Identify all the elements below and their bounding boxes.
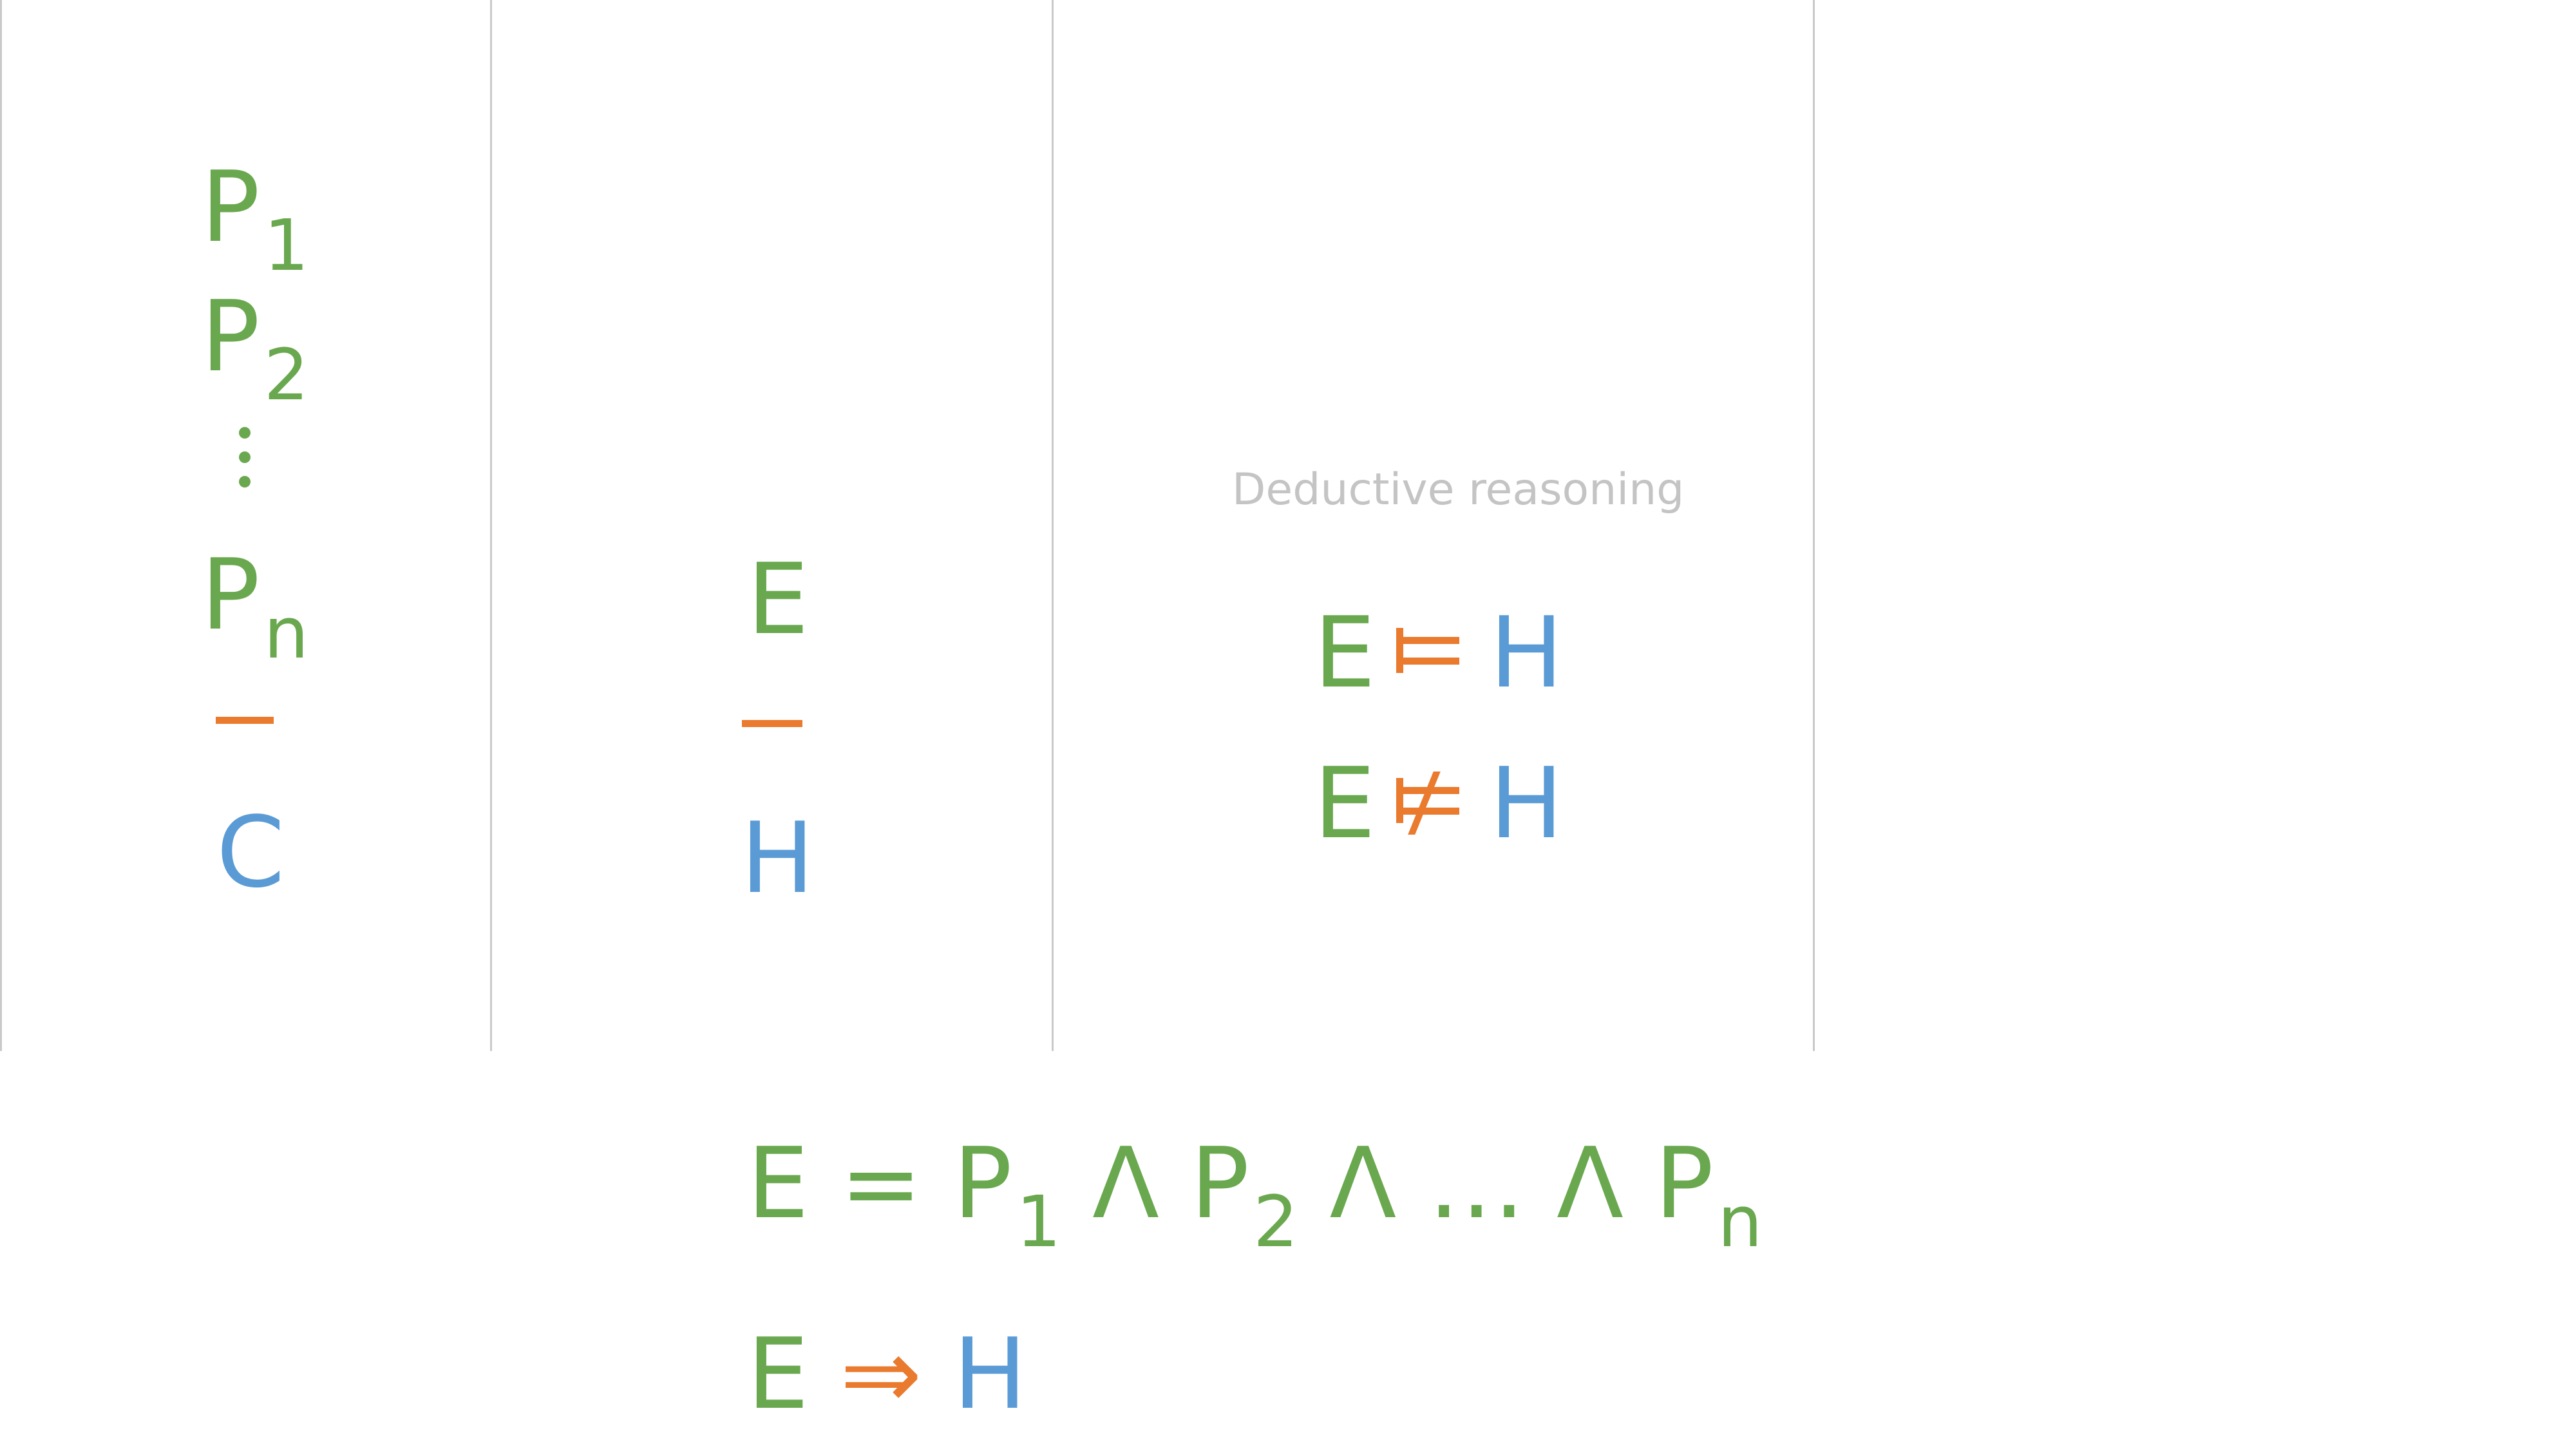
premise-p2: P2 — [201, 279, 309, 416]
inference-line-1 — [216, 717, 274, 724]
not-entails-rhs-h: H — [1490, 746, 1564, 860]
conclusion-c: C — [216, 795, 285, 909]
and-icon-2: Λ — [1329, 1126, 1397, 1240]
entails-icon — [1396, 628, 1459, 673]
eq-pn-sub: n — [1718, 1180, 1763, 1263]
eq-lhs-e: E — [747, 1126, 810, 1240]
caption-deductive-reasoning: Deductive reasoning — [1232, 464, 1685, 515]
implication-equation: E ⇒ H — [747, 1325, 1027, 1423]
divider-1 — [490, 0, 492, 1051]
premise-pn: Pn — [201, 538, 309, 674]
hypothesis-h: H — [741, 801, 815, 915]
evidence-e: E — [747, 542, 810, 656]
implies-arrow-icon: ⇒ — [840, 1317, 922, 1431]
and-icon-1: Λ — [1092, 1126, 1160, 1240]
vertical-ellipsis-icon — [239, 427, 251, 500]
and-icon-3: Λ — [1557, 1126, 1624, 1240]
eq-p2-sub: 2 — [1253, 1180, 1299, 1263]
ellipsis: … — [1427, 1126, 1526, 1240]
not-entails-lhs-e: E — [1314, 746, 1376, 860]
divider-2 — [1052, 0, 1054, 1051]
conjunction-equation: E = P1 Λ P2 Λ … Λ Pn — [747, 1135, 1763, 1258]
not-entails-icon — [1396, 772, 1459, 835]
eq-p1: P — [953, 1126, 1012, 1240]
divider-left-edge — [0, 0, 2, 1051]
impl-rhs-h: H — [953, 1317, 1027, 1431]
inference-line-2 — [742, 720, 802, 727]
eq-p1-sub: 1 — [1016, 1180, 1061, 1263]
eq-pn: P — [1654, 1126, 1714, 1240]
entails-rhs-h: H — [1490, 596, 1564, 710]
divider-3 — [1813, 0, 1815, 1051]
eq-sign: = — [840, 1126, 922, 1240]
impl-lhs-e: E — [747, 1317, 810, 1431]
premise-p1: P1 — [201, 150, 309, 287]
eq-p2: P — [1190, 1126, 1250, 1240]
entails-lhs-e: E — [1314, 596, 1376, 710]
